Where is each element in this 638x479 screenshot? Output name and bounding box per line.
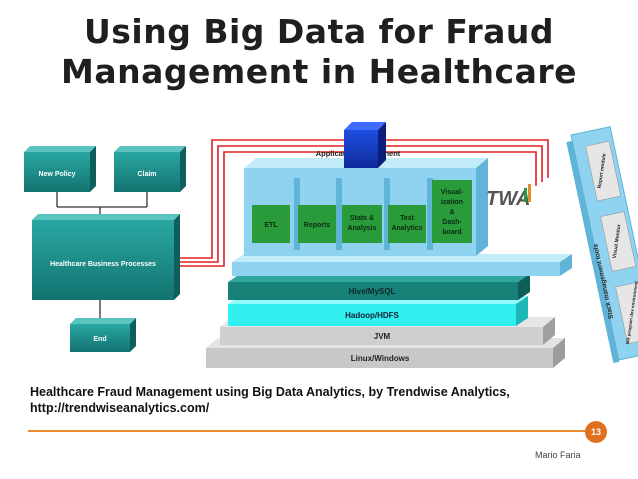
new-policy-label: New Policy [39,171,76,178]
os-label: Linux/Windows [351,354,410,363]
caption-line-1: Healthcare Fraud Management using Big Da… [30,385,510,399]
module-vis-label-2: ization [441,199,463,206]
hadoop-label: Hadoop/HDFS [345,311,399,320]
twa-logo-text: TWA [486,188,530,210]
module-stats: Stats & Analysis [342,205,382,243]
tool-report-label: Report module [597,153,608,189]
caption: Healthcare Fraud Management using Big Da… [30,384,510,416]
jvm-label: JVM [374,332,391,341]
tool-report-module: Report module [585,140,622,202]
red-connector [180,145,543,263]
tool-mr-program: MR program dev environment [615,280,638,345]
tool-visual-label: Visual Monitor [612,224,623,259]
slide-title: Using Big Data for Fraud Management in H… [0,12,638,92]
claim-box: Claim [114,146,186,192]
twa-logo: TWA [486,184,531,210]
red-connector [180,151,537,267]
hive-label: Hive/MySQL [349,287,396,296]
claim-label: Claim [137,171,156,178]
module-vis-label-1: Visual- [441,189,464,196]
module-text-label-1: Text [400,215,415,222]
module-etl: ETL [252,205,290,243]
caption-line-2: http://trendwiseanalytics.com/ [30,401,210,415]
module-stats-label-2: Analysis [348,225,377,232]
new-policy-box: New Policy [24,146,96,192]
page-number-badge: 13 [585,421,607,443]
twa-logo-bar [524,188,527,202]
stack-tools-panel: Stack management tools Report module Vis… [566,126,638,364]
module-vis-label-3: & [449,209,454,216]
red-connector [180,139,549,259]
hive-layer: Hive/MySQL [228,274,530,300]
end-box: End [70,318,136,352]
red-connectors [180,139,549,267]
module-visualization: Visual- ization & Dash- board [432,180,472,243]
layered-stack: Linux/Windows JVM Hadoop/HDFS Hive/MySQL [206,122,572,368]
module-vis-label-4: Dash- [442,219,462,226]
integration-band [232,254,572,276]
tool-visual-monitor: Visual Monitor [600,211,637,272]
footer-divider [28,430,593,432]
module-text-label-2: Analytics [391,225,422,232]
module-reports: Reports [298,205,336,243]
slide-title-line-1: Using Big Data for Fraud [83,12,554,51]
business-processes-box: Healthcare Business Processes [32,214,180,300]
twa-logo-bar [528,184,531,202]
module-stats-label-1: Stats & [350,215,374,222]
business-processes-label: Healthcare Business Processes [50,261,156,268]
hadoop-layer: Hadoop/HDFS [228,296,528,326]
author-name: Mario Faria [535,450,581,460]
slide-title-line-2: Management in Healthcare [60,52,578,91]
end-label: End [93,336,106,343]
module-reports-label: Reports [304,222,331,229]
module-text-analytics: Text Analytics [388,205,426,243]
module-vis-label-5: board [442,229,461,236]
application-component-cube [344,122,386,168]
process-flow: New Policy Claim Healthcare Business Pro… [24,146,186,352]
module-etl-label: ETL [264,222,278,229]
